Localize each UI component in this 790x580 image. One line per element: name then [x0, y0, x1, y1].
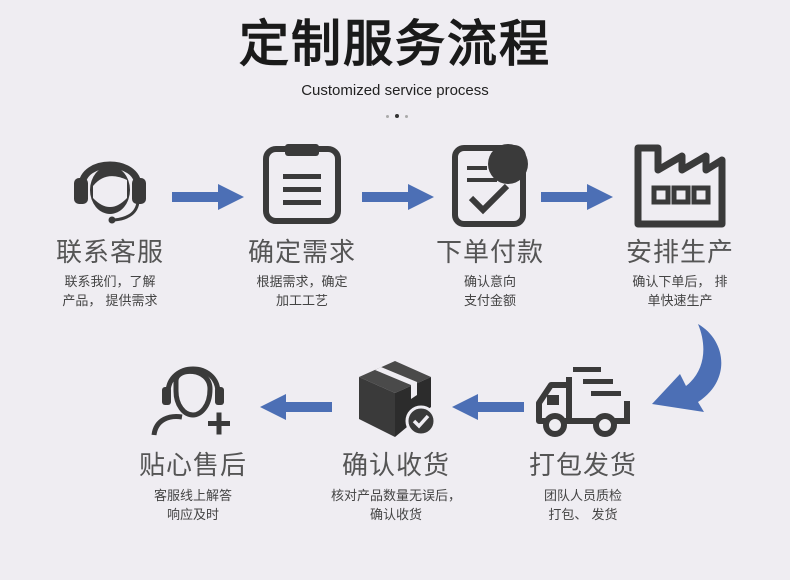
- pagination-dots: [386, 114, 410, 120]
- factory-icon: [600, 140, 760, 236]
- step-desc-line1: 根据需求，确定: [256, 275, 348, 290]
- step-desc-line2: 确认收货: [369, 508, 422, 523]
- flow-arrow-left: [452, 394, 524, 420]
- step-name: 打包发货: [528, 451, 637, 481]
- step-name: 联系客服: [55, 238, 164, 268]
- step-desc-line2: 加工工艺: [275, 294, 328, 309]
- flow-arrow-right: [172, 184, 244, 210]
- checklist-document-icon: [410, 140, 570, 236]
- flow-arrow-right: [362, 184, 434, 210]
- flow-arrow-curve: [652, 324, 722, 412]
- flow-arrow-left: [260, 394, 332, 420]
- headset-agent-icon: [30, 140, 190, 236]
- delivery-truck-icon: [503, 355, 663, 451]
- step-desc-line2: 产品， 提供需求: [62, 294, 158, 309]
- step-desc-line1: 联系我们，了解: [64, 275, 156, 290]
- step-name: 确认收货: [341, 451, 450, 481]
- step-desc-line1: 确认下单后， 排: [632, 275, 728, 290]
- page-subtitle: Customized service process: [301, 82, 489, 99]
- step-desc-line1: 确认意向: [463, 275, 516, 290]
- step-desc-line2: 单快速生产: [647, 294, 713, 309]
- step-name: 确定需求: [247, 238, 356, 268]
- step-desc-line2: 支付金额: [463, 294, 516, 309]
- support-person-plus-icon: [113, 355, 273, 451]
- step-name: 下单付款: [435, 238, 544, 268]
- step-desc-line1: 核对产品数量无误后，: [330, 489, 461, 504]
- step-desc-line1: 客服线上解答: [153, 489, 232, 504]
- flow-arrow-right: [541, 184, 613, 210]
- step-desc-line2: 响应及时: [166, 508, 219, 523]
- step-desc-line2: 打包、 发货: [548, 508, 618, 523]
- step-name: 贴心售后: [138, 451, 247, 481]
- clipboard-list-icon: [222, 140, 382, 236]
- package-check-icon: [316, 355, 476, 451]
- step-desc-line1: 团队人员质检: [543, 489, 622, 504]
- step-name: 安排生产: [625, 238, 734, 268]
- page-title: 定制服务流程: [239, 15, 551, 73]
